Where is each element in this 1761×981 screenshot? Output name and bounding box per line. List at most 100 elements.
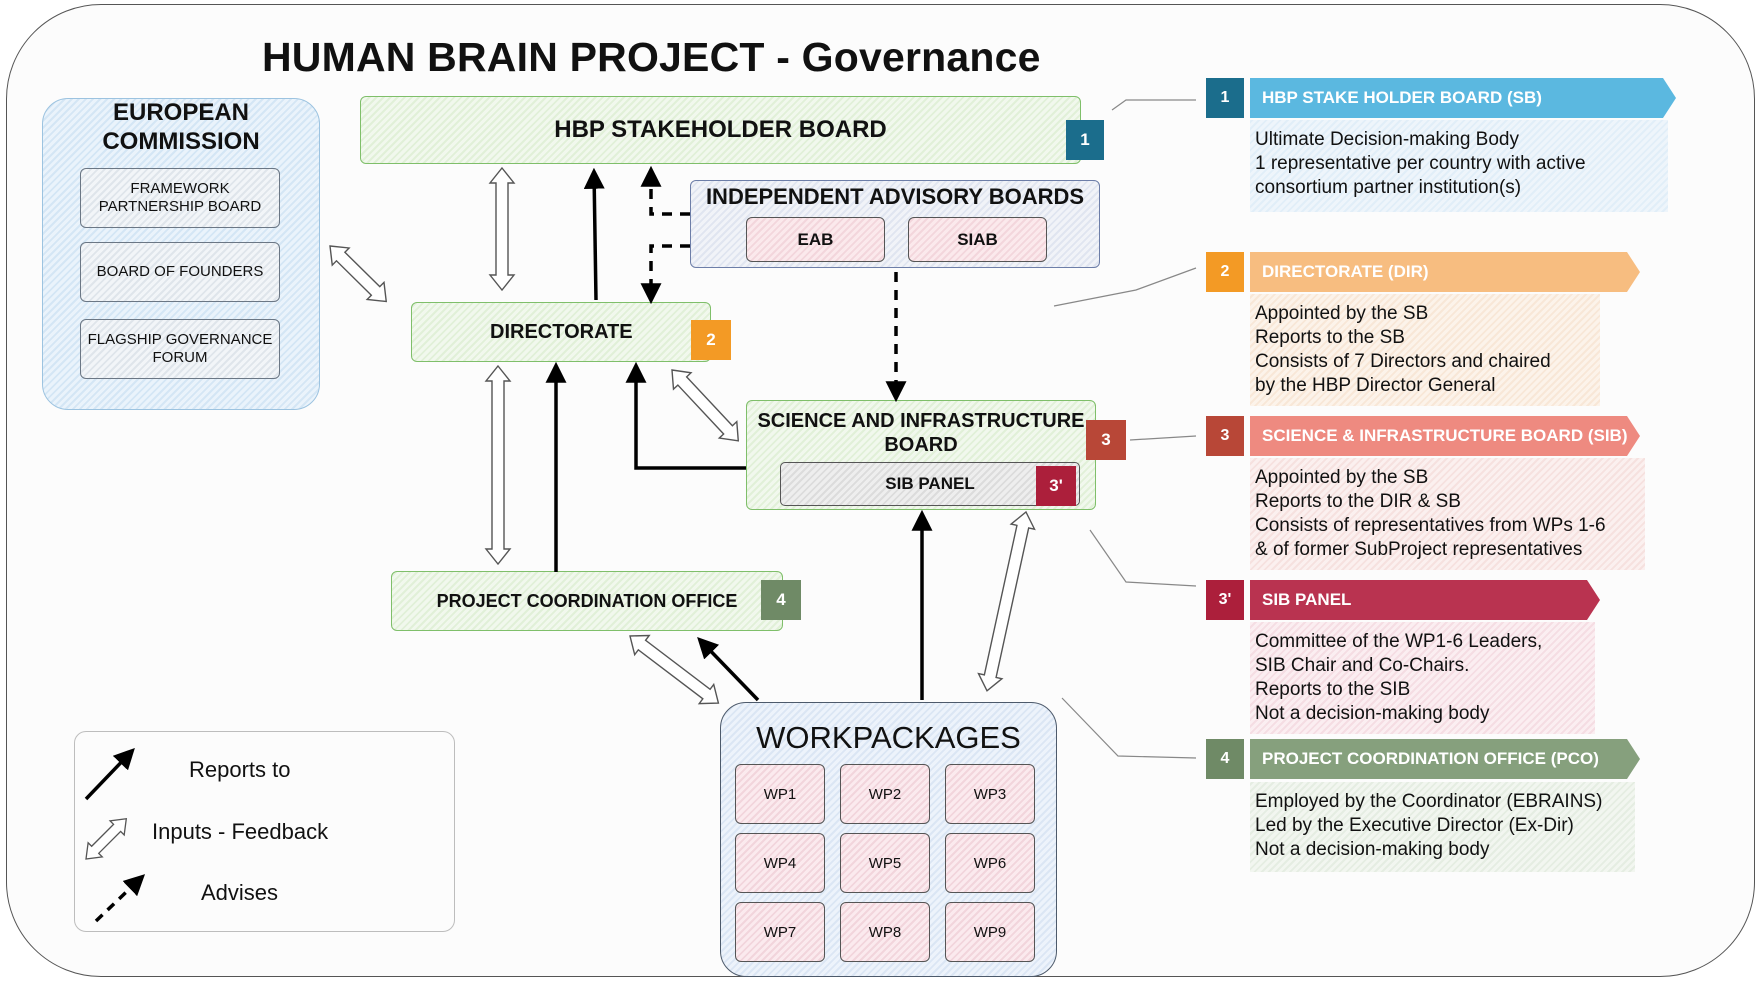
wp-box: WP3 bbox=[945, 764, 1035, 824]
description-badge: 3 bbox=[1206, 416, 1244, 456]
wp-label: WP1 bbox=[763, 785, 797, 803]
leader-line bbox=[1061, 697, 1197, 759]
stakeholder-board-label: HBP STAKEHOLDER BOARD bbox=[554, 116, 887, 143]
workpackages-title: WORKPACKAGES bbox=[756, 720, 1021, 755]
description-line: Consists of representatives from WPs 1-6 bbox=[1255, 515, 1606, 536]
advisory-boards-label: INDEPENDENT ADVISORY BOARDS bbox=[705, 184, 1085, 209]
advises-arrow bbox=[640, 165, 690, 216]
description-line: 1 representative per country with active bbox=[1255, 153, 1586, 174]
advises-legend-icon bbox=[94, 874, 146, 923]
leader-line bbox=[1129, 435, 1197, 441]
advises-arrow bbox=[640, 244, 690, 305]
pco-badge: 4 bbox=[761, 580, 801, 620]
description-line: & of former SubProject representatives bbox=[1255, 539, 1583, 560]
description-badge: 4 bbox=[1206, 739, 1244, 779]
description-line: SIB Chair and Co-Chairs. bbox=[1255, 655, 1470, 676]
sib-label-line2: BOARD bbox=[884, 434, 958, 456]
feedback-arrow bbox=[484, 364, 512, 566]
description-line: Led by the Executive Director (Ex-Dir) bbox=[1255, 815, 1574, 836]
description-line: Consists of 7 Directors and chaired bbox=[1255, 351, 1551, 372]
sib-panel-label: SIB PANEL bbox=[885, 474, 975, 493]
legend-reports-to-label: Reports to bbox=[189, 757, 291, 782]
leader-line bbox=[1053, 267, 1197, 307]
european-commission-title: EUROPEAN COMMISSION bbox=[0, 98, 362, 156]
description-line: Not a decision-making body bbox=[1255, 839, 1490, 860]
ec-box-line1: BOARD OF FOUNDERS bbox=[96, 263, 264, 280]
wp-label: WP8 bbox=[868, 923, 902, 941]
description-badge: 2 bbox=[1206, 252, 1244, 292]
description-title: DIRECTORATE (DIR) bbox=[1250, 252, 1640, 292]
description-title: PROJECT COORDINATION OFFICE (PCO) bbox=[1250, 739, 1640, 779]
board-of-founders-box: BOARD OF FOUNDERS bbox=[80, 242, 280, 302]
description-title: SIB PANEL bbox=[1250, 580, 1600, 620]
legend bbox=[74, 731, 455, 932]
description-body: Appointed by the SB Reports to the SB Co… bbox=[1250, 294, 1600, 406]
feedback-arrow bbox=[329, 245, 388, 303]
wp-box: WP7 bbox=[735, 902, 825, 962]
directorate-badge: 2 bbox=[691, 320, 731, 360]
description-line: Appointed by the SB bbox=[1255, 467, 1429, 488]
page-title: HUMAN BRAIN PROJECT - Governance bbox=[262, 34, 1041, 80]
description-line: consortium partner institution(s) bbox=[1255, 177, 1522, 198]
european-commission-title-line1: EUROPEAN bbox=[112, 99, 250, 126]
description-line: Committee of the WP1-6 Leaders, bbox=[1255, 631, 1543, 652]
wp-label: WP3 bbox=[973, 785, 1007, 803]
description-body: Appointed by the SB Reports to the DIR &… bbox=[1250, 458, 1645, 570]
feedback-arrow bbox=[977, 510, 1036, 692]
feedback-arrow bbox=[671, 369, 740, 442]
wp-label: WP7 bbox=[763, 923, 797, 941]
wp-box: WP1 bbox=[735, 764, 825, 824]
wp-box: WP2 bbox=[840, 764, 930, 824]
description-line: Appointed by the SB bbox=[1255, 303, 1429, 324]
description-badge: 1 bbox=[1206, 78, 1244, 118]
wp-label: WP5 bbox=[868, 854, 902, 872]
feedback-arrow bbox=[629, 634, 720, 705]
description-line: Ultimate Decision-making Body bbox=[1255, 129, 1519, 150]
wp-box: WP4 bbox=[735, 833, 825, 893]
leader-line bbox=[1089, 529, 1197, 587]
legend-advises-label: Advises bbox=[201, 880, 279, 905]
description-body: Employed by the Coordinator (EBRAINS) Le… bbox=[1250, 782, 1635, 872]
wp-label: WP6 bbox=[973, 854, 1007, 872]
eab-box: EAB bbox=[746, 217, 885, 262]
wp-label: WP4 bbox=[763, 854, 797, 872]
sib-panel-box: SIB PANEL bbox=[780, 462, 1080, 506]
reports-to-arrow bbox=[625, 361, 746, 470]
description-title: SCIENCE & INFRASTRUCTURE BOARD (SIB) bbox=[1250, 416, 1640, 456]
description-line: Reports to the SB bbox=[1255, 327, 1405, 348]
reports-to-arrow bbox=[697, 636, 760, 702]
stakeholder-board-box: HBP STAKEHOLDER BOARD bbox=[360, 96, 1081, 164]
directorate-box: DIRECTORATE bbox=[411, 302, 711, 362]
wp-box: WP6 bbox=[945, 833, 1035, 893]
ec-box-line2: FORUM bbox=[152, 349, 208, 366]
stakeholder-board-badge: 1 bbox=[1066, 120, 1104, 160]
sib-label-line1: SCIENCE AND INFRASTRUCTURE bbox=[757, 410, 1085, 432]
wp-label: WP2 bbox=[868, 785, 902, 803]
ec-box-line1: FLAGSHIP GOVERNANCE bbox=[87, 331, 273, 348]
description-line: Not a decision-making body bbox=[1255, 703, 1490, 724]
feedback-arrow bbox=[488, 166, 516, 292]
pco-label: PROJECT COORDINATION OFFICE bbox=[436, 590, 738, 611]
reports-to-legend-icon bbox=[84, 747, 135, 801]
european-commission-title-line2: COMMISSION bbox=[102, 128, 260, 155]
eab-label: EAB bbox=[797, 229, 834, 249]
wp-box: WP8 bbox=[840, 902, 930, 962]
wp-box: WP5 bbox=[840, 833, 930, 893]
description-body: Committee of the WP1-6 Leaders, SIB Chai… bbox=[1250, 622, 1595, 734]
ec-box-line1: FRAMEWORK bbox=[130, 180, 230, 197]
leader-line bbox=[1111, 99, 1196, 111]
siab-box: SIAB bbox=[908, 217, 1047, 262]
wp-label: WP9 bbox=[973, 923, 1007, 941]
ec-box-line2: PARTNERSHIP BOARD bbox=[98, 198, 262, 215]
description-title: HBP STAKE HOLDER BOARD (SB) bbox=[1250, 78, 1676, 118]
wp-box: WP9 bbox=[945, 902, 1035, 962]
siab-label: SIAB bbox=[957, 229, 998, 249]
reports-to-arrow bbox=[583, 167, 605, 301]
description-badge: 3' bbox=[1206, 580, 1244, 620]
description-line: Reports to the DIR & SB bbox=[1255, 491, 1461, 512]
sib-badge: 3 bbox=[1086, 420, 1126, 460]
legend-icons bbox=[84, 747, 146, 923]
